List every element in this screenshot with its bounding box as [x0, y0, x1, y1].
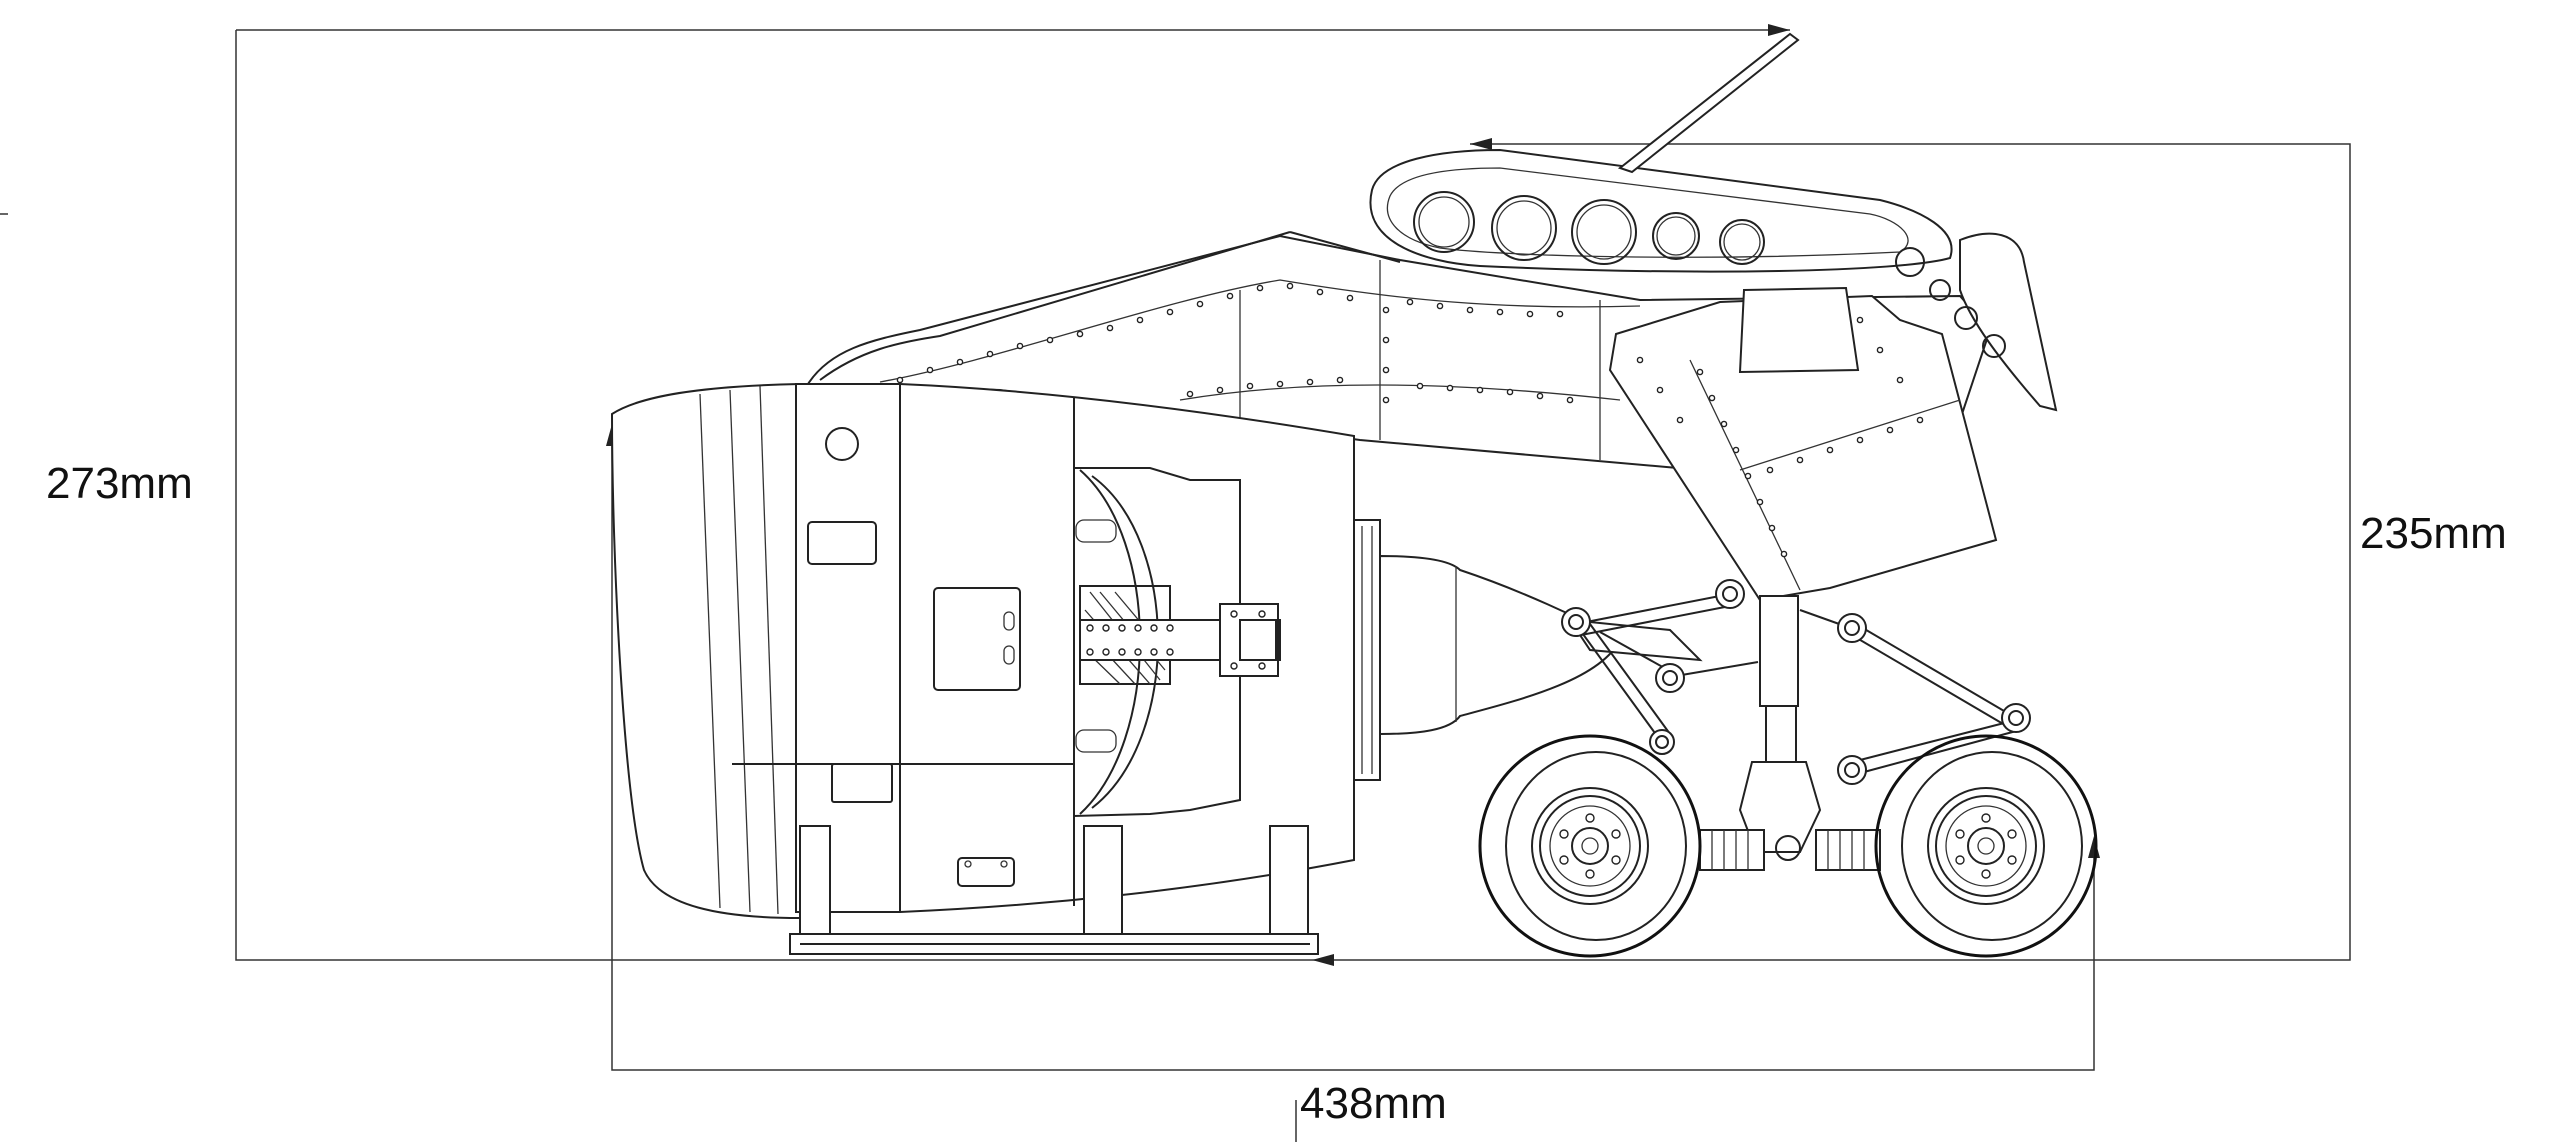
- wheel-left: [1478, 734, 1702, 958]
- dimension-total-height: 273mm: [46, 459, 193, 508]
- rivet-row: [1636, 316, 1924, 558]
- dimension-lines: [0, 24, 2351, 1142]
- dimension-total-length: 438mm: [1300, 1079, 1447, 1128]
- rivet-row: [1086, 610, 1266, 670]
- engine-nacelle: [610, 382, 1622, 955]
- dimension-gear-height: 235mm: [2360, 509, 2507, 558]
- wheel-right: [1874, 734, 2098, 958]
- landing-gear: [1561, 579, 2031, 871]
- rivet-row: [896, 282, 1574, 404]
- gear-door: [1608, 286, 1998, 602]
- wing-section: [1369, 32, 2058, 412]
